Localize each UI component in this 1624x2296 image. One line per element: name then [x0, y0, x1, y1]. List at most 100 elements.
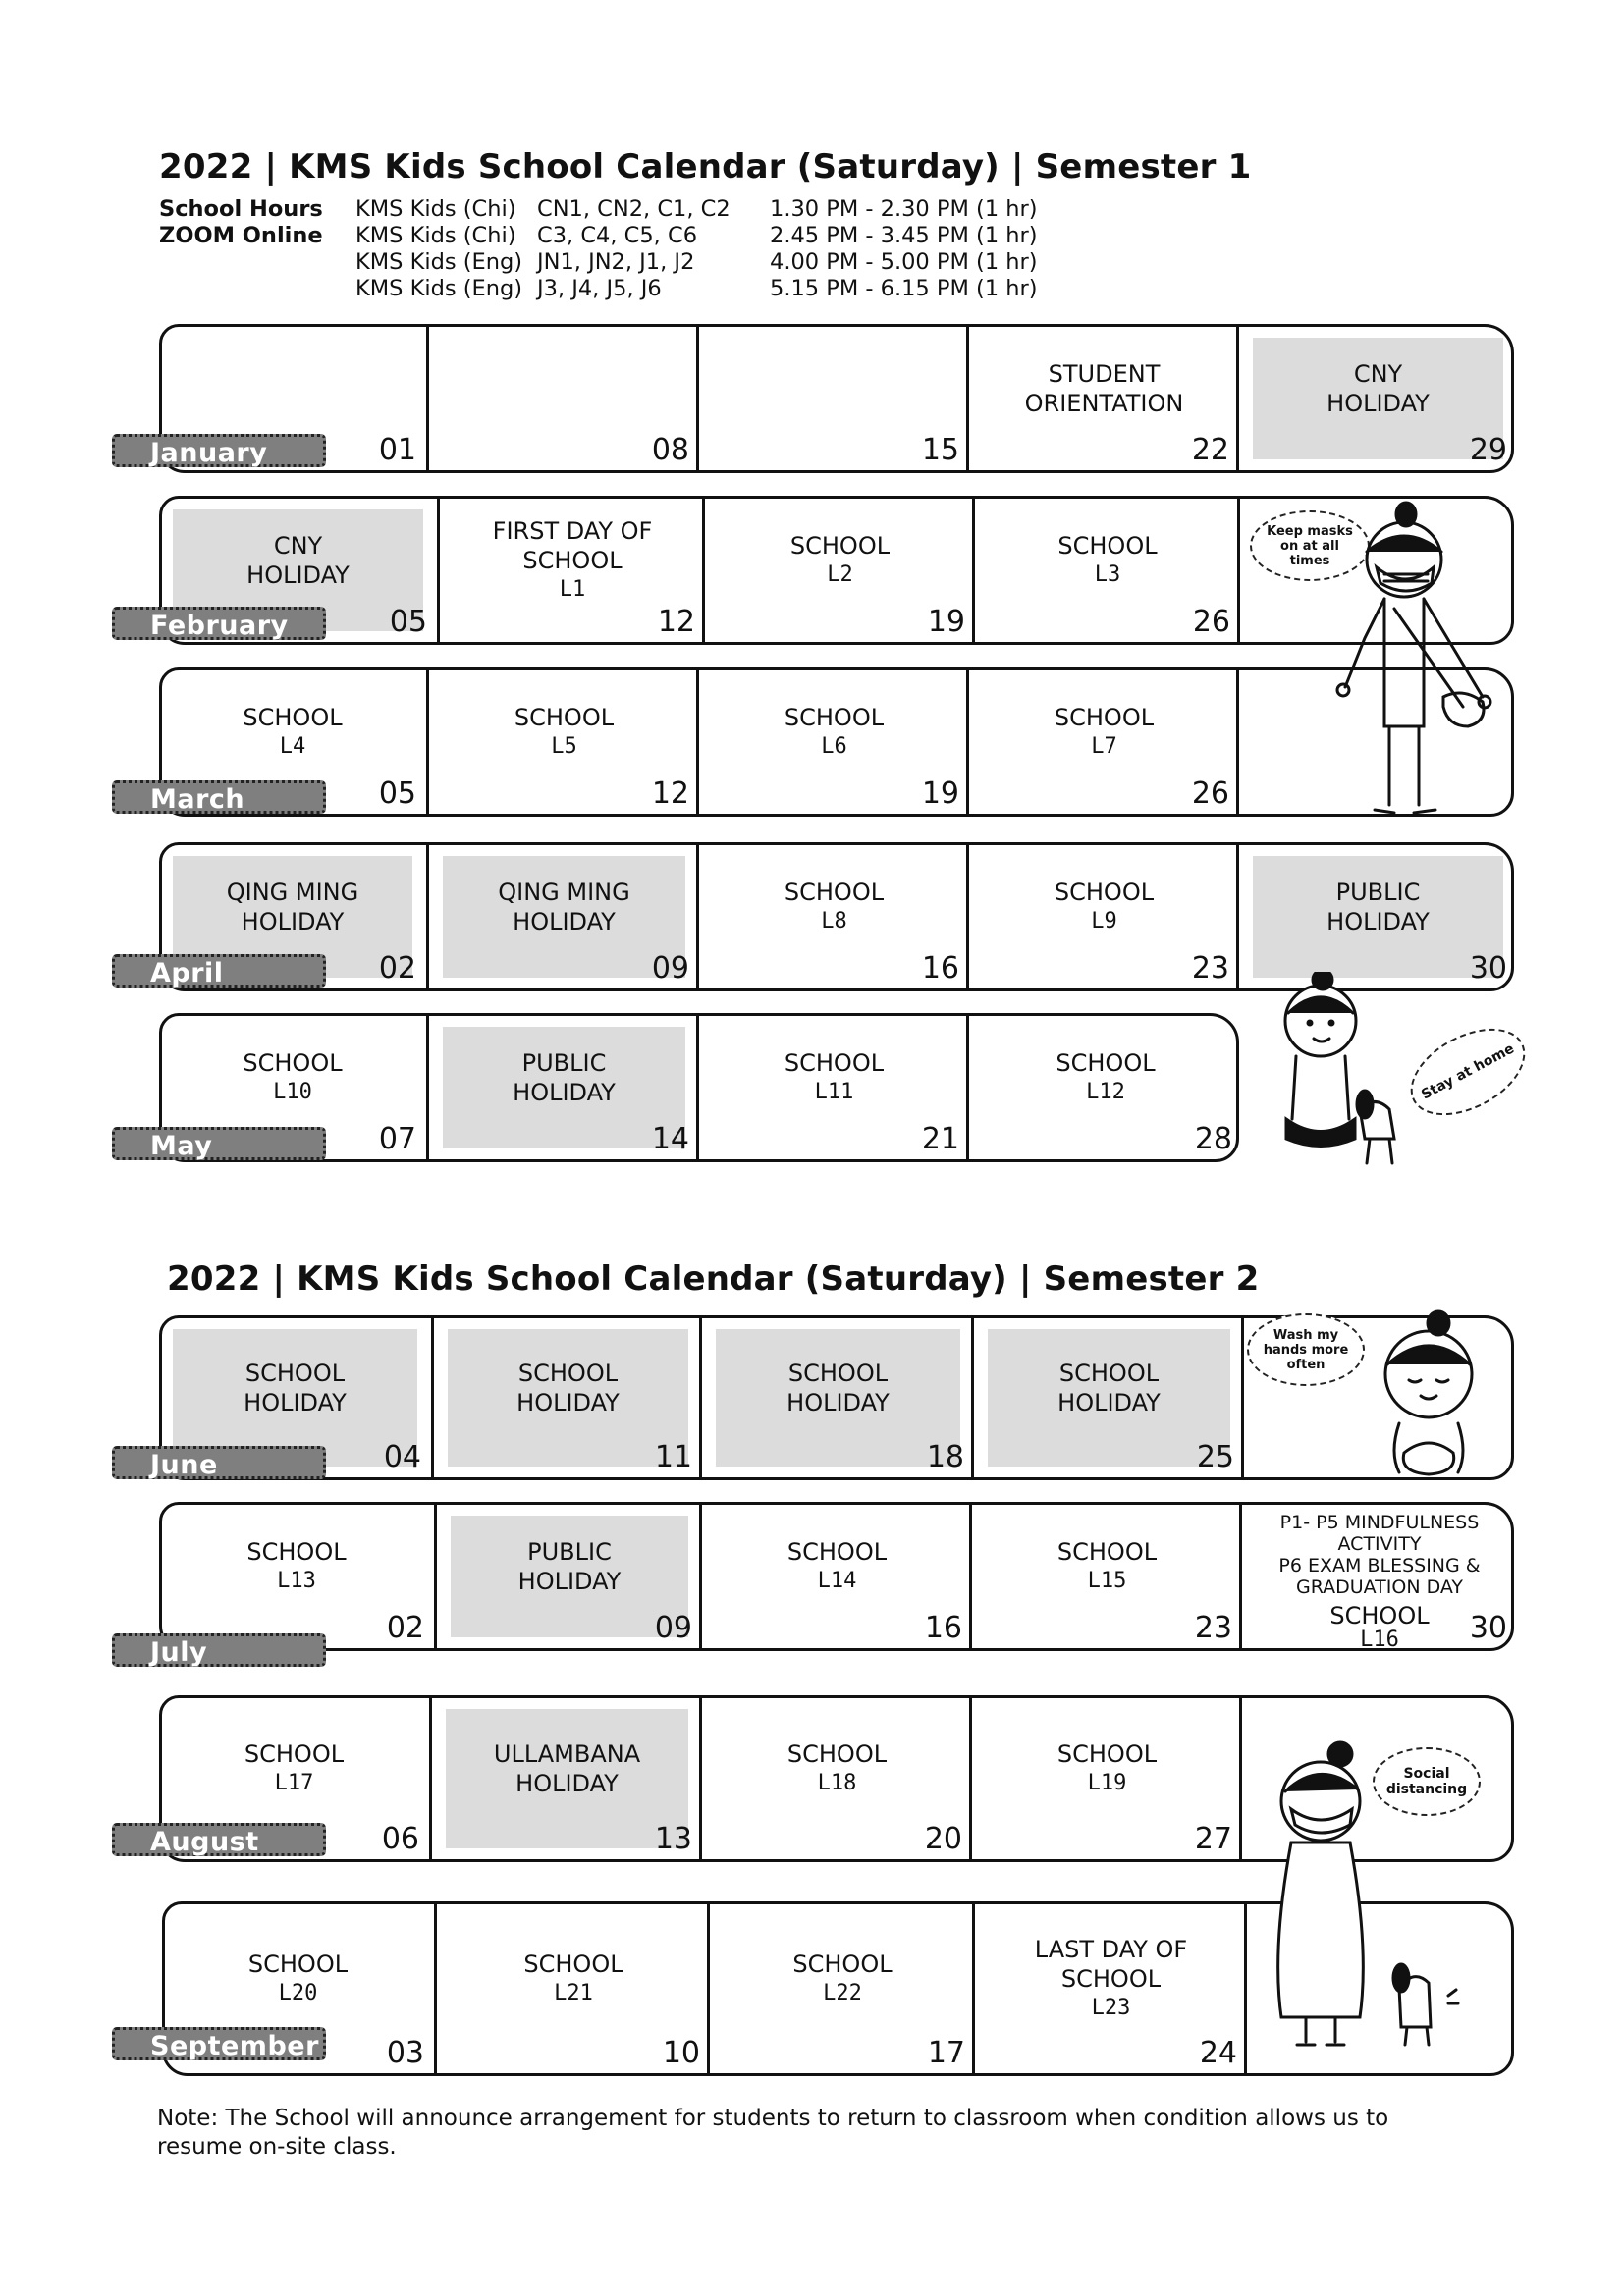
month-label-february: February — [112, 607, 326, 641]
event-label: SCHOOL — [1056, 1740, 1158, 1768]
event-label: SCHOOL — [1054, 879, 1155, 906]
date-number: 05 — [378, 776, 416, 811]
holiday-shade — [988, 1329, 1230, 1467]
event-school-label: SCHOOL — [1329, 1602, 1430, 1629]
speech-bubble-wash: Wash my hands more often — [1247, 1313, 1365, 1386]
event-label: SCHOOL — [247, 1950, 349, 1978]
event-label: QING MING HOLIDAY — [498, 879, 630, 935]
date-number: 30 — [1469, 1611, 1507, 1645]
month-label-may: May — [112, 1127, 326, 1161]
school-hours-label: School Hours — [159, 196, 323, 222]
event-label: SCHOOL — [523, 1950, 623, 1978]
program: KMS Kids (Chi) — [355, 223, 516, 248]
illustration-column — [1241, 1315, 1514, 1480]
date-number: 19 — [927, 605, 965, 639]
holiday-shade — [443, 856, 685, 978]
event-label: SCHOOL — [243, 704, 343, 731]
date-number: 24 — [1199, 2036, 1237, 2070]
day-cell-january-01: 01 — [159, 324, 426, 473]
school-hours: School Hours KMS Kids (Chi) CN1, CN2, C1… — [159, 196, 1141, 302]
event-label: P1- P5 MINDFULNESS ACTIVITY P6 EXAM BLES… — [1278, 1512, 1481, 1598]
date-number: 19 — [921, 776, 959, 811]
date-number: 30 — [1469, 951, 1507, 986]
month-row-frame — [159, 1013, 1239, 1162]
lesson-number: L11 — [814, 1080, 854, 1104]
boy-with-dog-illustration — [1283, 972, 1396, 1165]
month-label-march: March — [112, 780, 326, 815]
event-label: SCHOOL — [514, 704, 615, 731]
date-number: 10 — [662, 2036, 700, 2070]
holiday-shade — [173, 1329, 417, 1467]
classes: C3, C4, C5, C6 — [537, 223, 698, 248]
event-label: SCHOOL — [784, 1049, 885, 1077]
lesson-number: L18 — [817, 1771, 857, 1795]
date-number: 23 — [1194, 1611, 1232, 1645]
event-label: SCHOOL — [786, 1538, 888, 1566]
event-label: LAST DAY OF SCHOOL — [1034, 1936, 1188, 1993]
lesson-number: L8 — [821, 909, 847, 934]
lesson-number: L20 — [278, 1981, 318, 2005]
event-label: PUBLIC HOLIDAY — [517, 1538, 622, 1595]
classes: CN1, CN2, C1, C2 — [537, 196, 731, 222]
time: 5.15 PM - 6.15 PM (1 hr) — [770, 276, 1038, 301]
date-number: 13 — [654, 1822, 692, 1856]
month-label-january: January — [112, 434, 326, 468]
day-cell-april-09: QING MING HOLIDAY 09 — [426, 842, 699, 991]
date-number: 23 — [1191, 951, 1229, 986]
day-cell-january-08: 08 — [426, 324, 699, 473]
event-label: SCHOOL HOLIDAY — [1057, 1360, 1161, 1416]
lesson-number: L6 — [821, 734, 847, 759]
illustration-column — [1244, 1901, 1514, 2076]
day-cell-text: SCHOOL L20 — [162, 1949, 434, 2008]
date-number: 09 — [651, 951, 689, 986]
day-cell-text: SCHOOL L18 — [702, 1739, 972, 1798]
day-cell-text: PUBLIC HOLIDAY — [1239, 878, 1517, 936]
event-label: FIRST DAY OF SCHOOL — [492, 517, 653, 574]
program: KMS Kids (Chi) — [355, 196, 516, 222]
event-label: SCHOOL — [786, 1740, 888, 1768]
day-cell-text: PUBLIC HOLIDAY — [429, 1048, 699, 1107]
illustration-column — [1237, 496, 1514, 645]
day-cell-text: PUBLIC HOLIDAY — [437, 1537, 702, 1596]
time: 4.00 PM - 5.00 PM (1 hr) — [770, 249, 1038, 275]
event-label: SCHOOL — [244, 1740, 345, 1768]
day-cell-april-30: PUBLIC HOLIDAY 30 — [1236, 842, 1517, 991]
date-number: 26 — [1191, 776, 1229, 811]
date-number: 12 — [651, 776, 689, 811]
month-row-frame — [159, 667, 1514, 817]
date-number: 25 — [1196, 1440, 1234, 1474]
day-cell-text: SCHOOL HOLIDAY — [159, 1359, 431, 1417]
date-number: 26 — [1192, 605, 1230, 639]
time: 2.45 PM - 3.45 PM (1 hr) — [770, 223, 1038, 248]
date-number: 27 — [1194, 1822, 1232, 1856]
event-label: SCHOOL — [243, 1049, 343, 1077]
holiday-shade — [443, 1027, 685, 1148]
event-label: PUBLIC HOLIDAY — [513, 1049, 616, 1106]
holiday-shade — [448, 1329, 688, 1467]
event-label: PUBLIC HOLIDAY — [1326, 879, 1430, 935]
